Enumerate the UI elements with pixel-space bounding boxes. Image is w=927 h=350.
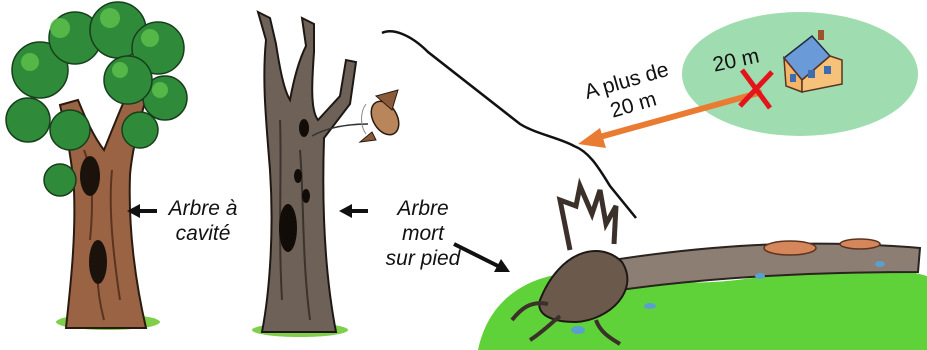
woodpecker-hole	[279, 204, 297, 252]
cavity-hole	[89, 240, 107, 284]
woodpecker-hole	[299, 119, 309, 137]
label-arbre-cavite: Arbre à cavité	[158, 196, 248, 246]
cavity-tree	[6, 2, 187, 330]
dead-standing-tree	[252, 12, 356, 337]
label-arbre-mort-sur-pied: Arbre mort sur pied	[368, 196, 478, 271]
cavity-hole	[80, 156, 100, 196]
woodpecker-hole	[302, 189, 310, 203]
woodpecker-hole	[294, 169, 302, 183]
fallen-log	[478, 186, 927, 350]
cavity-tree-pointer-arrow	[127, 204, 157, 218]
dead-tree-pointer-arrow	[339, 204, 368, 218]
